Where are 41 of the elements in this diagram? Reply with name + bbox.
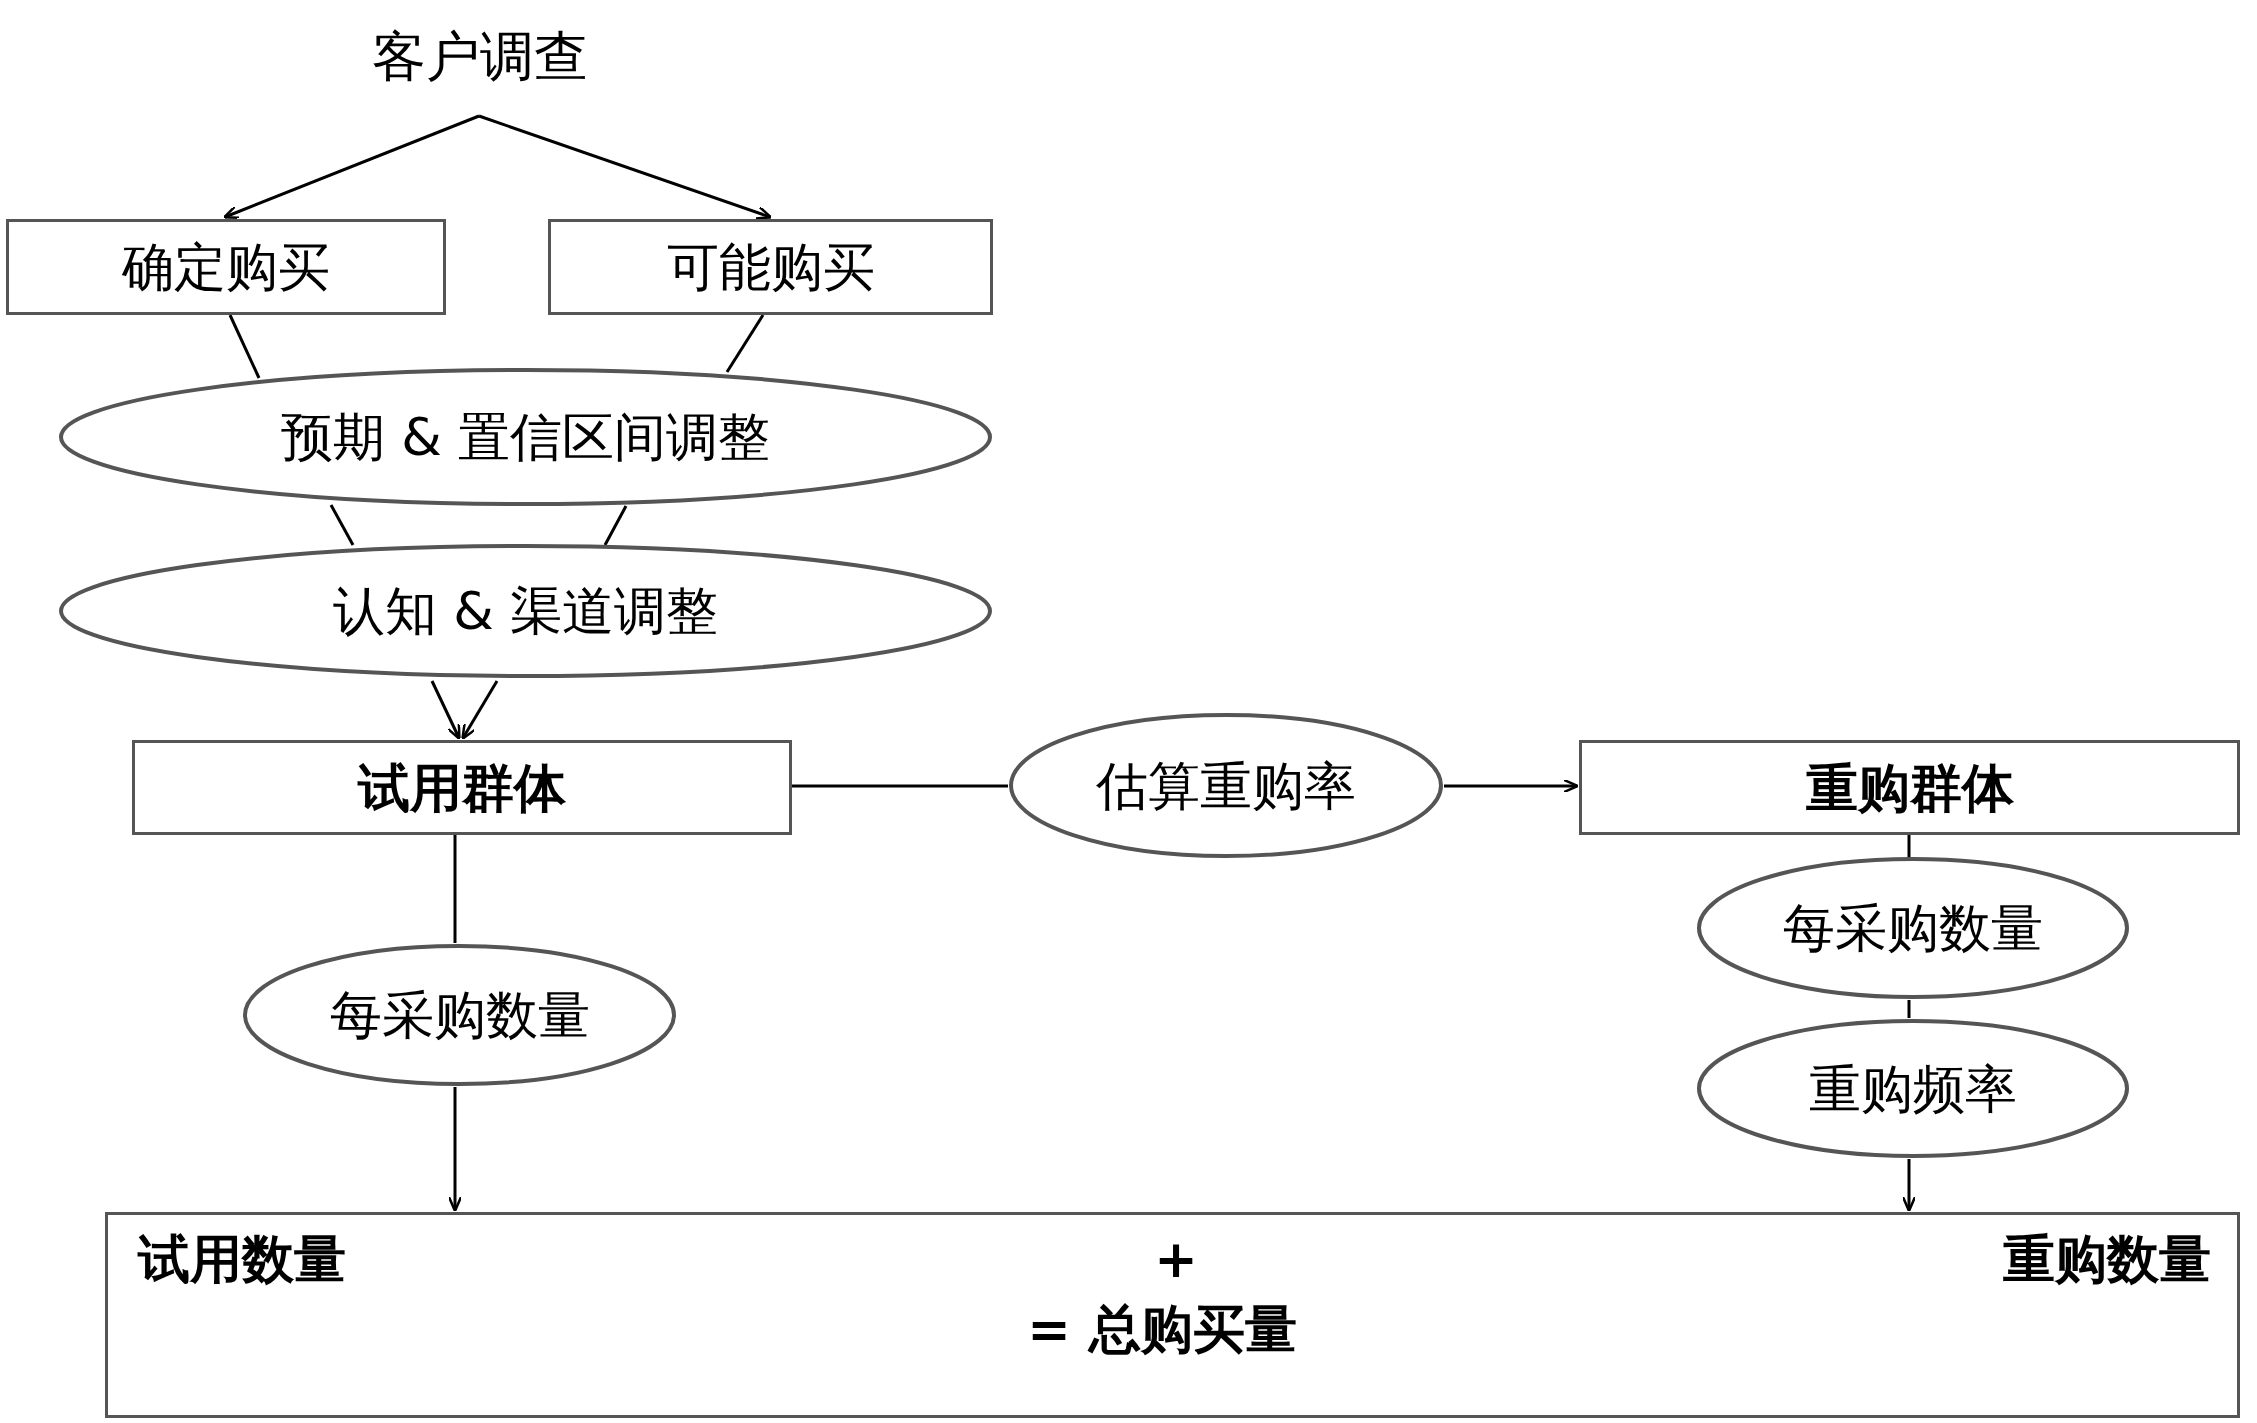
connector-line	[603, 505, 628, 546]
process-ellipse	[1696, 856, 2130, 1000]
node-text: 试用数量	[138, 1233, 346, 1285]
process-box	[548, 219, 993, 315]
node-text: 每采购数量	[329, 989, 590, 1041]
arrow	[430, 680, 461, 741]
node-text: 确定购买	[122, 241, 330, 293]
node-text: 认知 & 渠道调整	[332, 585, 719, 637]
connector-line	[329, 504, 355, 546]
node-text: = 总购买量	[1027, 1303, 1297, 1355]
connector-line	[453, 835, 457, 943]
process-ellipse	[58, 367, 993, 507]
connector-line	[1907, 1000, 1911, 1018]
node-text: 可能购买	[666, 241, 875, 293]
node-text: +	[1154, 1233, 1198, 1285]
arrow	[447, 1087, 463, 1213]
node-text: 预期 & 置信区间调整	[280, 411, 771, 463]
node-text: 每采购数量	[1783, 902, 2043, 954]
node-text: 估算重购率	[1096, 759, 1356, 812]
connector-line	[725, 314, 765, 373]
connector-line	[1907, 835, 1911, 858]
arrow	[461, 680, 499, 741]
process-ellipse	[58, 543, 993, 679]
process-box	[6, 219, 446, 315]
process-box	[132, 740, 792, 835]
heading-text: 客户调查	[330, 22, 630, 116]
node-text: 重购群体	[1805, 761, 2014, 814]
process-ellipse	[1696, 1018, 2130, 1159]
arrow	[222, 114, 480, 219]
node-text: 重购频率	[1809, 1062, 2017, 1115]
process-box	[1579, 740, 2240, 835]
arrow	[1444, 778, 1580, 794]
result-box	[105, 1212, 2240, 1418]
node-text: 重购数量	[2003, 1233, 2211, 1285]
connector-line	[792, 784, 1008, 788]
node-text: 试用群体	[358, 761, 566, 814]
process-ellipse	[1008, 712, 1444, 859]
process-ellipse	[242, 943, 677, 1087]
arrow	[1901, 1159, 1917, 1213]
connector-line	[228, 314, 261, 379]
arrow	[478, 114, 773, 220]
